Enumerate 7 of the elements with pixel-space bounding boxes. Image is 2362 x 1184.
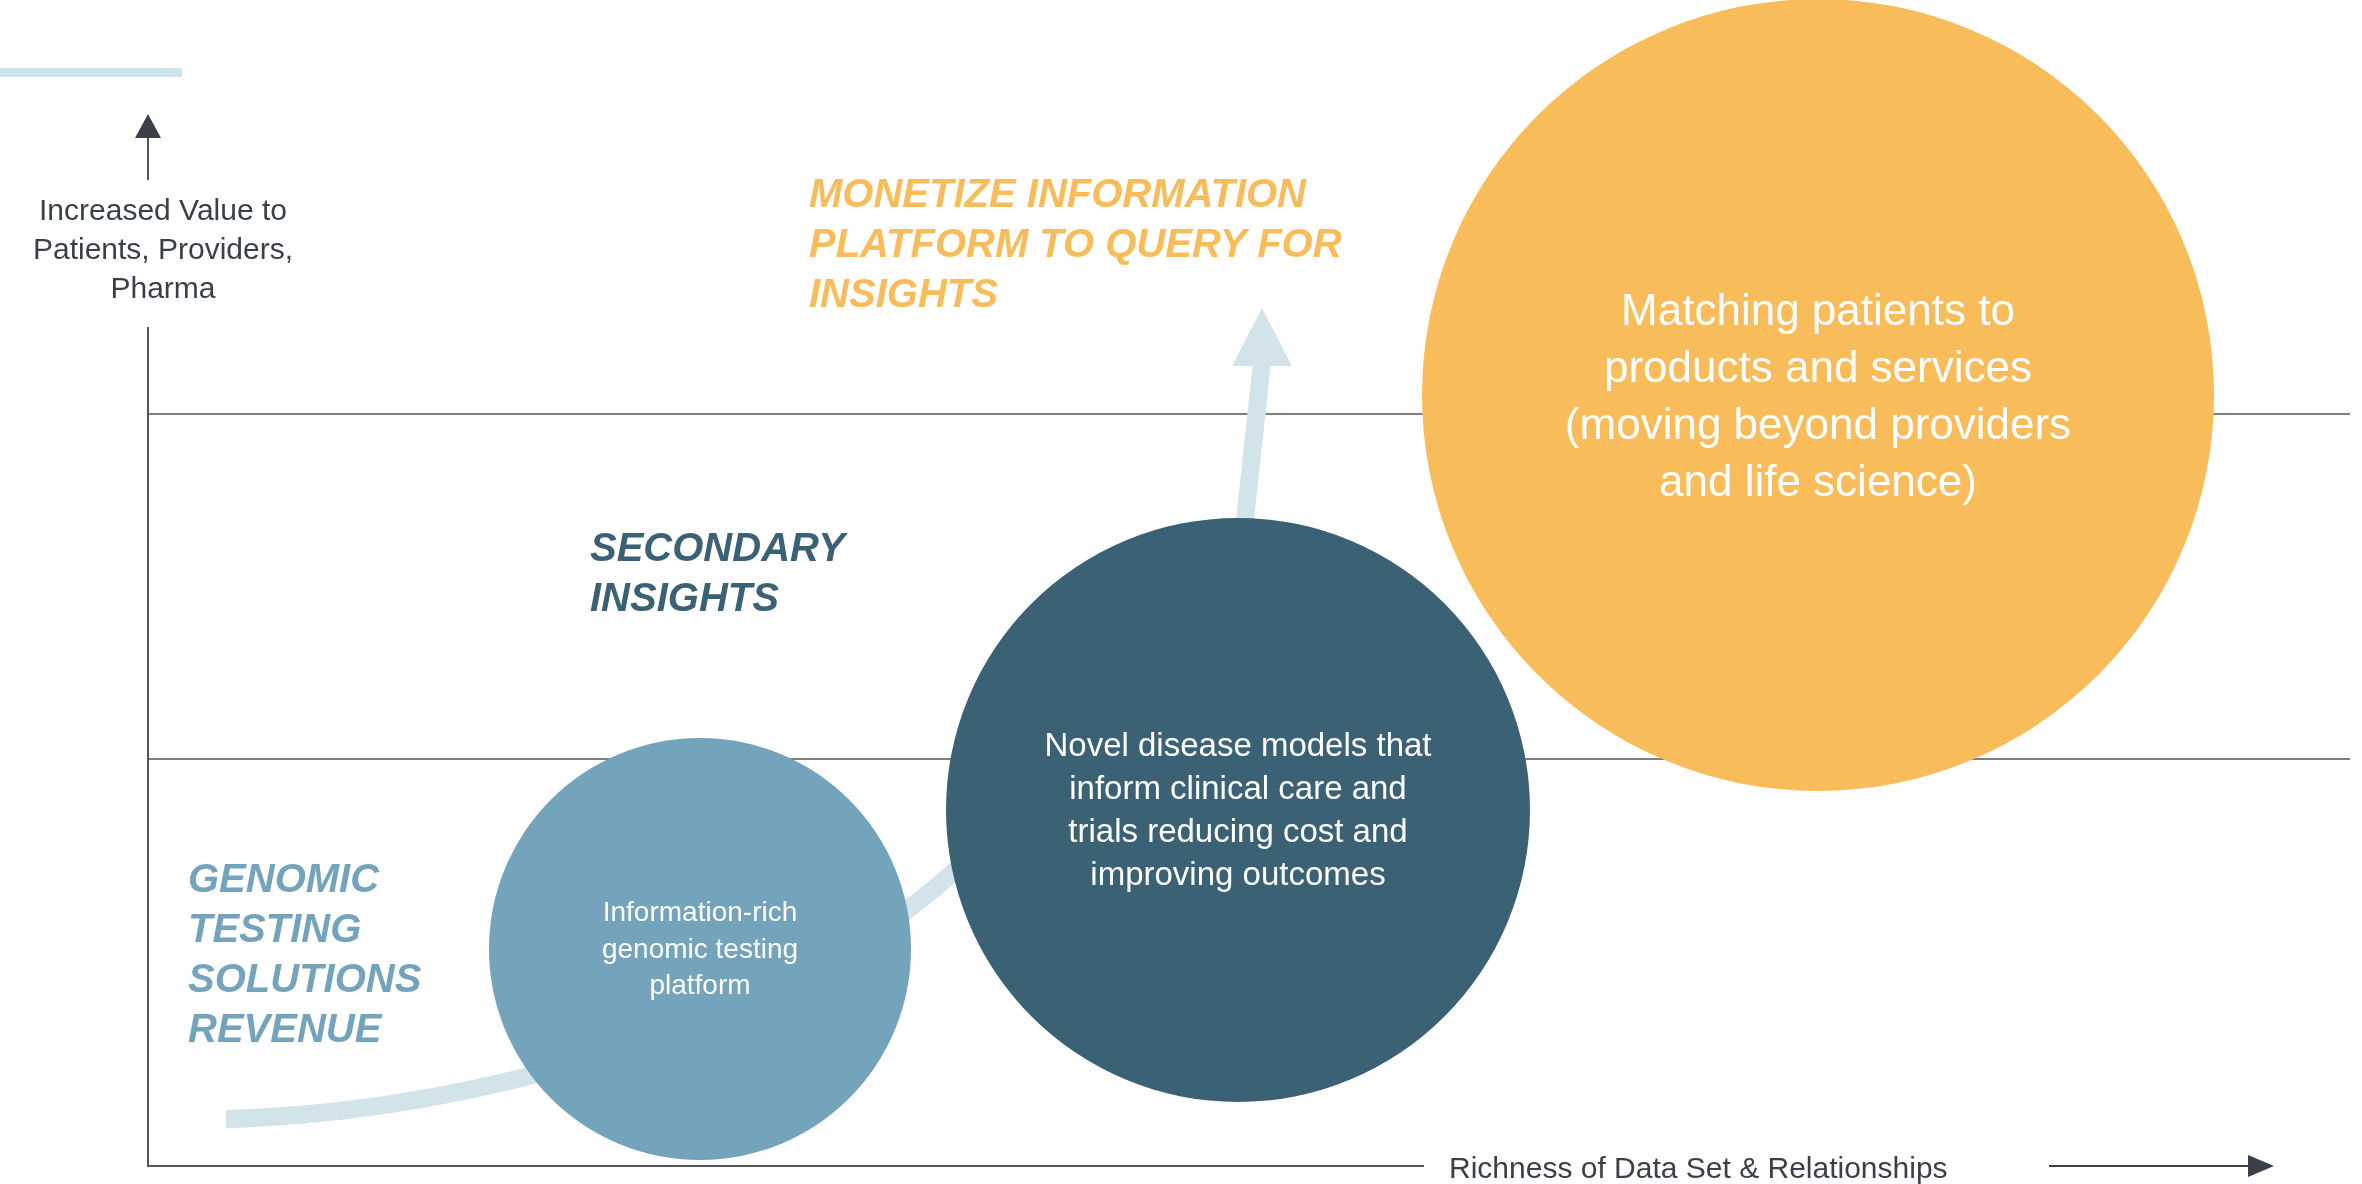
- band-label: GENOMIC TESTING SOLUTIONS REVENUE: [188, 855, 423, 1052]
- axis-label: Increased Value to Patients, Providers, Pharma: [31, 192, 295, 306]
- circle-text: Novel disease models that inform clinical care and trials reducing cost and improving outcomes: [1043, 725, 1433, 894]
- circle-text: Information-rich genomic testing platform: [600, 895, 800, 1003]
- band-label: MONETIZE INFORMATION PLATFORM TO QUERY FOR INSIGHTS: [809, 170, 1343, 317]
- band-label: SECONDARY INSIGHTS: [590, 522, 930, 622]
- circle-text: Matching patients to products and services (moving beyond providers and life science): [1563, 283, 2073, 508]
